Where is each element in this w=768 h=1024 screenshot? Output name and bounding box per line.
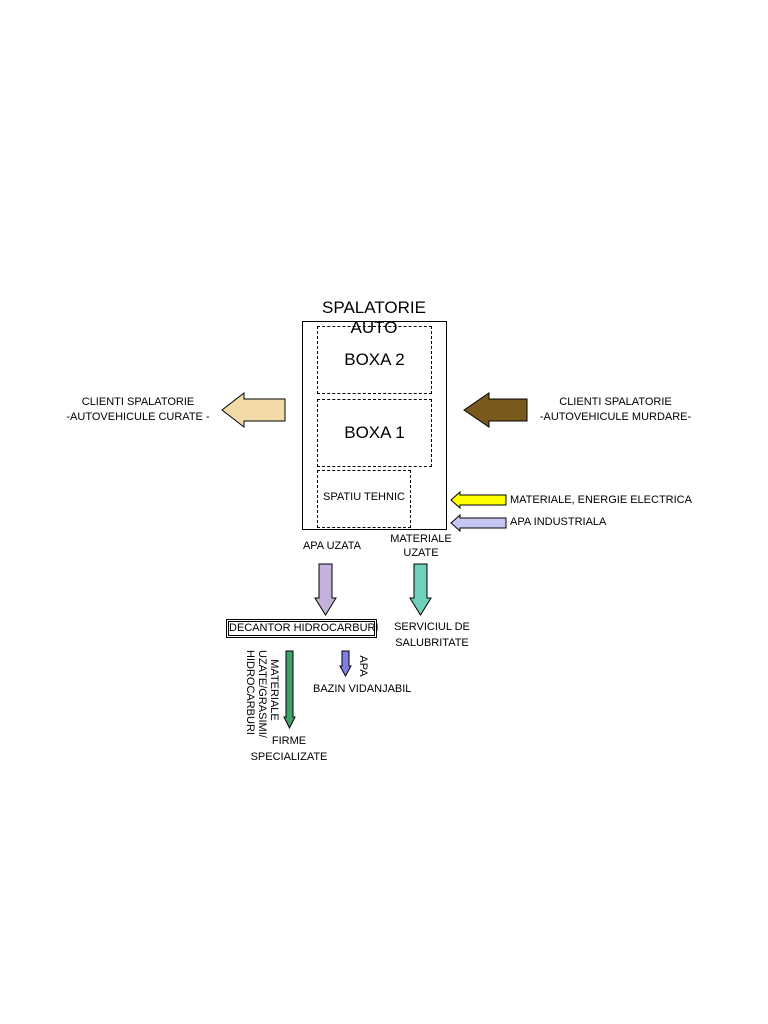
boxa-2-box: BOXA 2 — [317, 326, 432, 394]
decantor-materials-line2: UZATE/GRASIMI/ — [256, 650, 268, 738]
decantor-box: DECANTOR HIDROCARBURI — [226, 619, 379, 638]
decantor-materials-line1: MATERIALE — [268, 659, 280, 721]
clients-dirty-line1: CLIENTI SPALATORIE — [559, 396, 672, 408]
materiale-uzate-label: MATERIALE UZATE — [384, 532, 458, 560]
arrow-down-icon — [283, 650, 296, 730]
salubritate-label: SERVICIUL DE SALUBRITATE — [386, 619, 478, 651]
materiale-uzate-arrow — [409, 563, 432, 616]
firme-arrow — [283, 650, 296, 730]
apa-bazin-arrow — [339, 650, 352, 678]
firme-line1: FIRME — [271, 735, 307, 747]
boxa-1-box: BOXA 1 — [317, 399, 432, 467]
arrow-left-icon — [463, 392, 528, 428]
clients-clean-line2: -AUTOVEHICULE CURATE - — [66, 411, 210, 423]
arrow-left-icon — [221, 391, 286, 429]
apa-uzata-label: APA UZATA — [302, 540, 362, 552]
dirty-cars-arrow — [463, 392, 528, 428]
clean-cars-arrow — [221, 391, 286, 429]
car-wash-box — [302, 321, 447, 530]
technical-space-box: SPATIU TEHNIC — [317, 470, 411, 528]
firme-specializate-label: FIRME SPECIALIZATE — [246, 733, 332, 765]
arrow-down-icon — [339, 650, 352, 678]
apa-label: APA — [357, 655, 369, 677]
arrow-left-icon — [450, 490, 507, 510]
salubritate-line2: SALUBRITATE — [395, 637, 469, 649]
arrow-down-icon — [409, 563, 432, 616]
boxa-2-label: BOXA 2 — [344, 350, 405, 369]
arrow-down-icon — [314, 563, 337, 616]
firme-line2: SPECIALIZATE — [250, 751, 328, 763]
decantor-materials-line3: HIDROCARBURI — [244, 650, 256, 735]
materials-input-arrow — [450, 490, 507, 510]
bazin-vidanjabil-label: BAZIN VIDANJABIL — [313, 683, 412, 695]
materiale-uzate-line2: UZATE — [403, 547, 439, 559]
clients-clean-label: CLIENTI SPALATORIE -AUTOVEHICULE CURATE … — [62, 395, 214, 425]
decantor-materials-label: MATERIALE UZATE/GRASIMI/ HIDROCARBURI — [244, 650, 280, 738]
materiale-uzate-line1: MATERIALE — [390, 533, 452, 545]
technical-space-label: SPATIU TEHNIC — [323, 491, 405, 503]
materials-input-label: MATERIALE, ENERGIE ELECTRICA — [510, 494, 692, 506]
salubritate-line1: SERVICIUL DE — [394, 621, 470, 633]
diagram-title: SPALATORIE AUTO — [322, 298, 426, 337]
clients-dirty-label: CLIENTI SPALATORIE -AUTOVEHICULE MURDARE… — [538, 395, 693, 425]
boxa-1-label: BOXA 1 — [344, 423, 405, 442]
decantor-label: DECANTOR HIDROCARBURI — [229, 622, 379, 634]
apa-uzata-arrow — [314, 563, 337, 616]
clients-dirty-line2: -AUTOVEHICULE MURDARE- — [539, 411, 692, 423]
water-input-label: APA INDUSTRIALA — [510, 516, 607, 528]
water-input-arrow — [450, 513, 507, 533]
clients-clean-line1: CLIENTI SPALATORIE — [81, 396, 195, 408]
arrow-left-icon — [450, 513, 507, 533]
